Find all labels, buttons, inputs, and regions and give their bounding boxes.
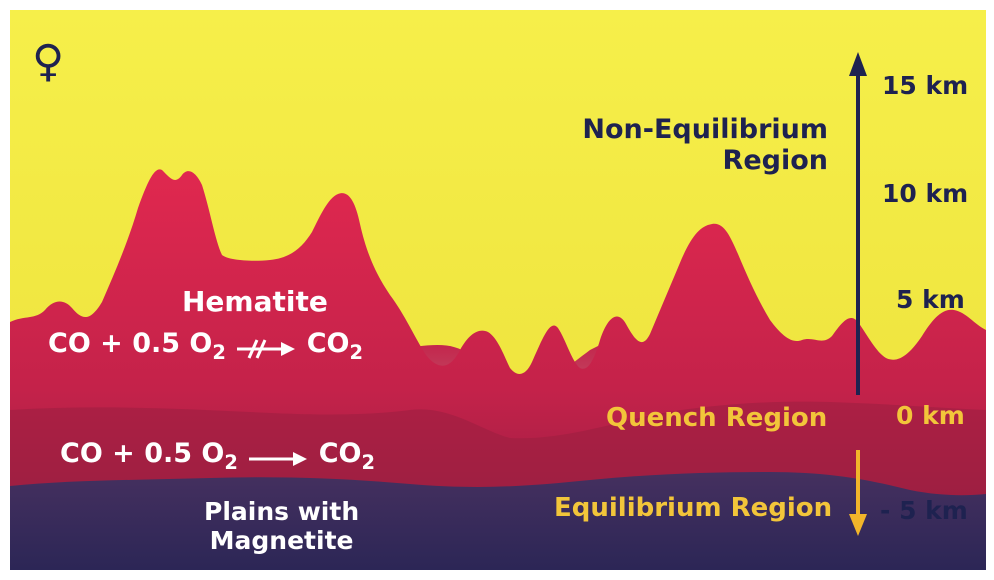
- highland-reactants: CO + 0.5 O: [48, 328, 213, 359]
- altitude-tick-10km: 10 km: [882, 179, 969, 208]
- venus-surface-illustration: ♀ 15 km 10 km 5 km 0 km - 5 km Non-Equil…: [10, 10, 986, 570]
- lowland-reactants: CO + 0.5 O: [60, 438, 225, 469]
- highland-reactant-subscript: 2: [212, 340, 226, 364]
- altitude-tick-minus5km: - 5 km: [880, 496, 968, 525]
- altitude-tick-5km: 5 km: [896, 285, 965, 314]
- altitude-tick-0km: 0 km: [896, 401, 965, 430]
- plains-region: [10, 472, 986, 570]
- venus-symbol-icon: ♀: [32, 36, 65, 87]
- lowland-product-subscript: 2: [361, 450, 376, 474]
- lowland-reactant-subscript: 2: [224, 450, 238, 474]
- plains-label-line-1: Plains with: [204, 497, 360, 526]
- non-equilibrium-line-1: Non-Equilibrium: [582, 114, 828, 145]
- lowland-product: CO: [318, 438, 362, 469]
- non-equilibrium-line-2: Region: [722, 145, 828, 177]
- lowland-reaction: CO + 0.5 O2 CO2: [60, 438, 375, 474]
- hematite-label: Hematite: [182, 285, 328, 318]
- forward-reaction-arrow-icon: [247, 445, 309, 466]
- highland-product: CO: [306, 328, 350, 359]
- non-equilibrium-region-label: Non-Equilibrium Region: [582, 114, 828, 176]
- quench-region-label: Quench Region: [606, 403, 828, 433]
- downward-arrowhead: [849, 514, 867, 536]
- highland-reaction: CO + 0.5 O2 CO2: [48, 328, 363, 364]
- plains-with-magnetite-label: Plains with Magnetite: [204, 497, 360, 556]
- equilibrium-region-label: Equilibrium Region: [554, 493, 833, 523]
- highland-product-subscript: 2: [349, 340, 364, 364]
- altitude-tick-15km: 15 km: [882, 71, 969, 100]
- plains-label-line-2: Magnetite: [209, 525, 354, 555]
- blocked-reaction-arrow-icon: [235, 335, 297, 359]
- upward-arrowhead: [849, 52, 867, 76]
- terrain-scene: [10, 10, 986, 570]
